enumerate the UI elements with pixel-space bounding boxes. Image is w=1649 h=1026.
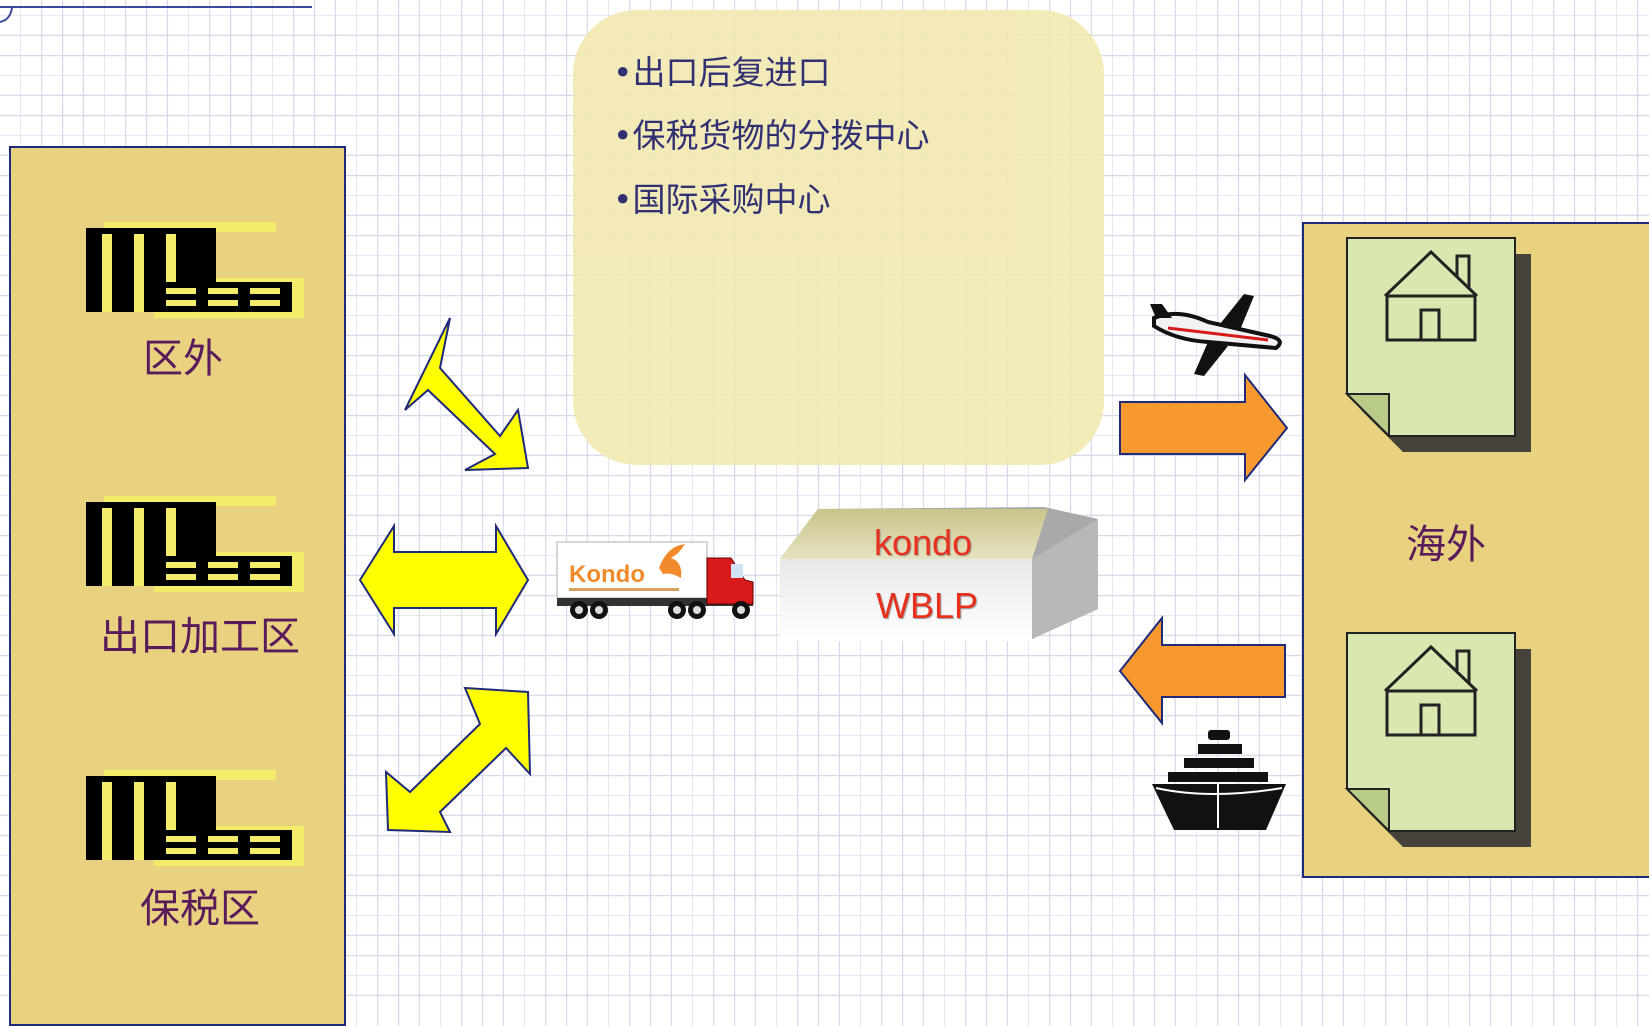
corner-decoration [0, 6, 312, 23]
zone-label-outside: 区外 [143, 336, 223, 382]
export-flow-arrow [1119, 372, 1289, 483]
double-arrow-lower [384, 686, 532, 834]
house-document-icon [1344, 632, 1531, 847]
warehouse-label-kondo: kondo [874, 522, 973, 563]
truck-icon: Kondo [556, 541, 754, 619]
import-flow-arrow [1118, 615, 1286, 726]
factory-icon [86, 770, 304, 866]
zone-label-bonded: 保税区 [140, 886, 260, 932]
info-item-distribution-center: •保税货物的分拨中心 [613, 116, 930, 155]
double-arrow-middle [358, 522, 530, 638]
svg-text:Kondo: Kondo [569, 561, 645, 588]
house-document-icon [1344, 237, 1531, 452]
factory-icon [86, 496, 304, 592]
info-item-procurement-center: •国际采购中心 [613, 180, 831, 219]
ship-icon [1152, 730, 1286, 830]
zone-label-export-processing: 出口加工区 [100, 614, 300, 660]
warehouse-label-wblp: WBLP [876, 585, 979, 626]
airplane-icon [1150, 294, 1282, 376]
double-arrow-upper [404, 317, 530, 471]
info-box: •出口后复进口 •保税货物的分拨中心 •国际采购中心 [573, 10, 1104, 465]
overseas-label: 海外 [1406, 522, 1486, 568]
warehouse-box [780, 507, 1098, 641]
factory-icon [86, 222, 304, 318]
info-item-reimport: •出口后复进口 [613, 53, 831, 92]
